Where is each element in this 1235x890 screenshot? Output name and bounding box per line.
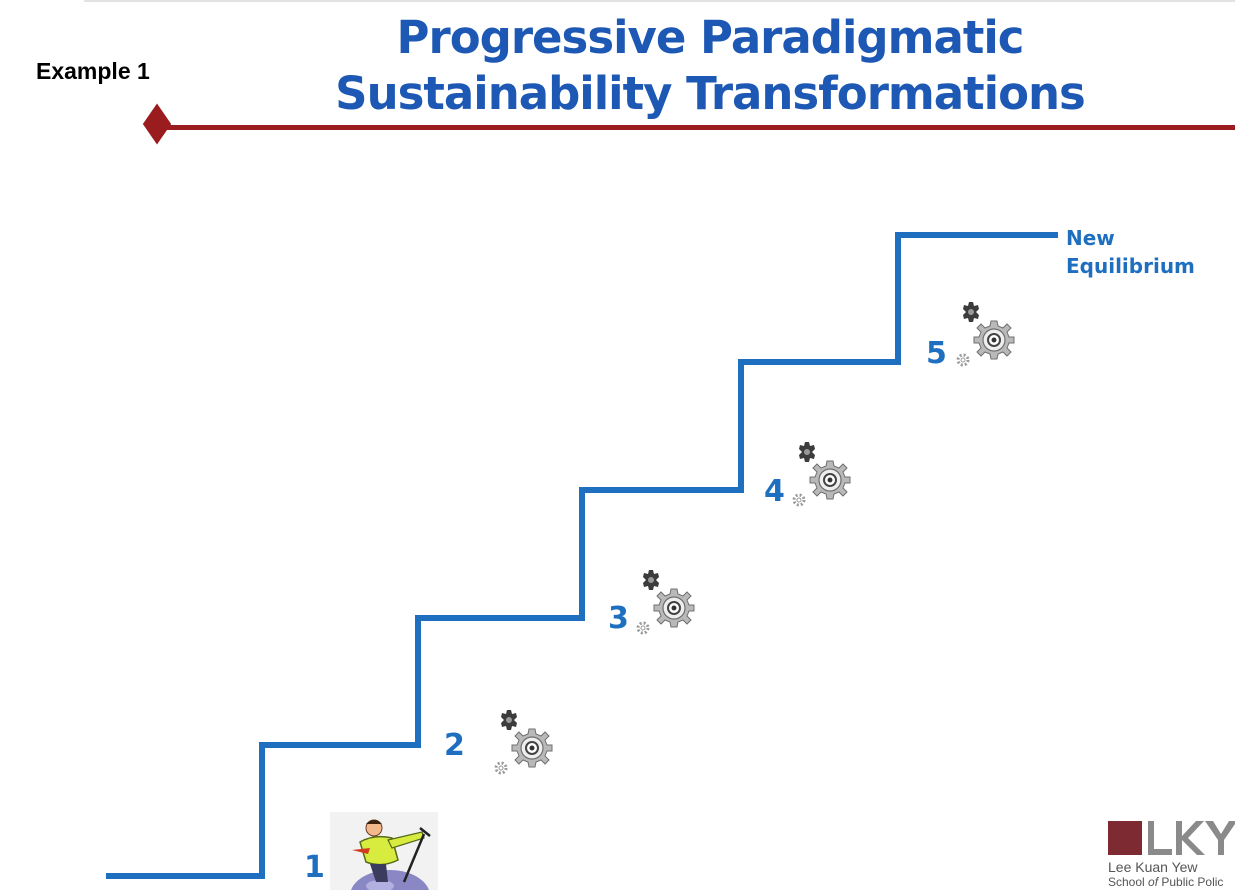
gears-icon (956, 302, 1015, 367)
lky-logo-mark-icon (1108, 821, 1235, 855)
lky-school-logo: Lee Kuan Yew School of Public Polic (1108, 820, 1235, 890)
person-on-ball-icon (330, 812, 438, 890)
logo-subtitle: School of Public Polic (1108, 875, 1223, 889)
top-rule (84, 0, 1235, 2)
title-line-2: Sustainability Transformations (335, 67, 1086, 120)
logo-name: Lee Kuan Yew (1108, 859, 1198, 875)
step-number-2: 2 (444, 728, 465, 763)
title-line-1: Progressive Paradigmatic (396, 11, 1025, 64)
gears-icon (792, 442, 851, 507)
step-number-1: 1 (304, 850, 325, 885)
endpoint-line-1: New (1066, 226, 1115, 250)
slide-title: Progressive Paradigmatic Sustainability … (210, 10, 1210, 122)
gears-icon (494, 710, 553, 775)
step-number-3: 3 (608, 601, 629, 636)
logo-subtitle-prefix: School (1108, 875, 1149, 889)
new-equilibrium-label: New Equilibrium (1066, 224, 1195, 280)
example-label: Example 1 (36, 58, 150, 84)
staircase-line (106, 232, 1058, 879)
title-divider (162, 125, 1235, 130)
step-number-4: 4 (764, 474, 785, 509)
logo-subtitle-suffix: Public Polic (1158, 875, 1224, 889)
step-number-5: 5 (926, 336, 947, 371)
gears-icon (636, 570, 695, 635)
logo-subtitle-of: of (1148, 875, 1159, 889)
endpoint-line-2: Equilibrium (1066, 254, 1195, 278)
